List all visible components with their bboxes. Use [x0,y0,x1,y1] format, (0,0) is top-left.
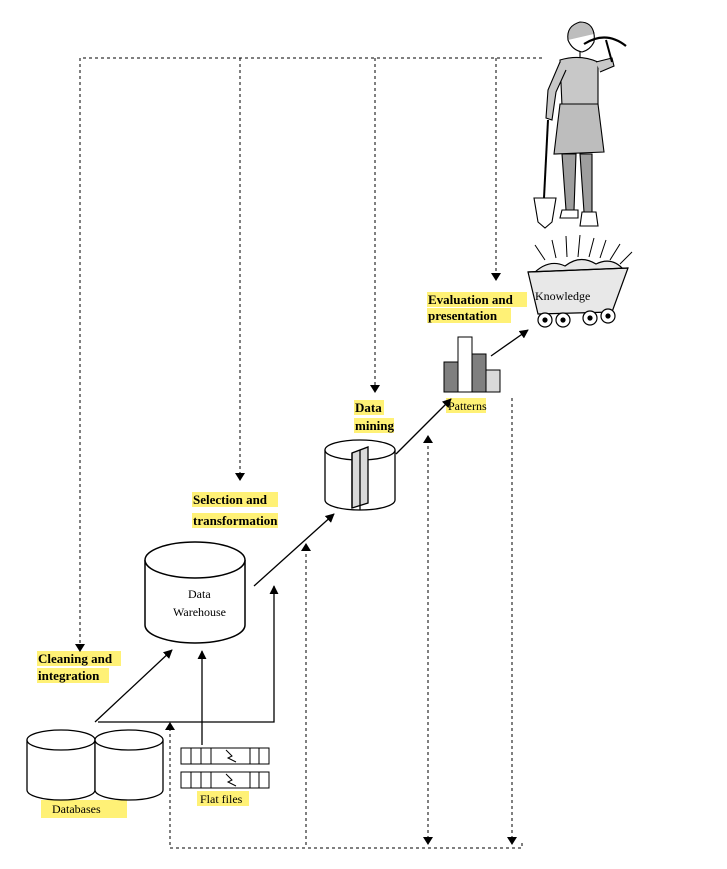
knowledge-label: Knowledge [535,289,590,303]
stage-mining-line2: mining [355,418,395,433]
feedback-arrowheads [75,273,517,845]
bar-chart-icon [443,336,501,393]
data-cube-cylinder-icon [324,439,396,511]
arrow-warehouse-to-mining [253,513,335,587]
stage-cleaning-line1: Cleaning and [38,651,113,666]
arrow-databases-to-warehouse [94,649,173,723]
stage-evaluation-line2: presentation [428,308,498,323]
arrow-databases-to-selection [98,585,279,723]
flat-files-label: Flat files [200,792,243,806]
database-cylinders-icon [26,729,164,801]
stage-selection-line2: transformation [193,513,278,528]
stage-selection-line1: Selection and [193,492,268,507]
stage-evaluation-line1: Evaluation and [428,292,514,307]
flat-file-records-icon [180,747,270,789]
patterns-label: Patterns [448,399,487,413]
arrow-patterns-to-knowledge [490,329,529,357]
arrow-mining-to-patterns [395,398,452,455]
databases-label: Databases [52,802,101,816]
feedback-dotted-lines [79,57,545,849]
stage-cleaning-line2: integration [38,668,100,683]
warehouse-cylinder-icon [144,541,246,644]
process-arrows [94,329,529,745]
miner-figure-icon [533,21,627,229]
stage-mining-line1: Data [355,400,382,415]
warehouse-label-line1: Data [188,587,211,601]
mine-cart-icon [527,234,633,328]
warehouse-label-line2: Warehouse [173,605,226,619]
